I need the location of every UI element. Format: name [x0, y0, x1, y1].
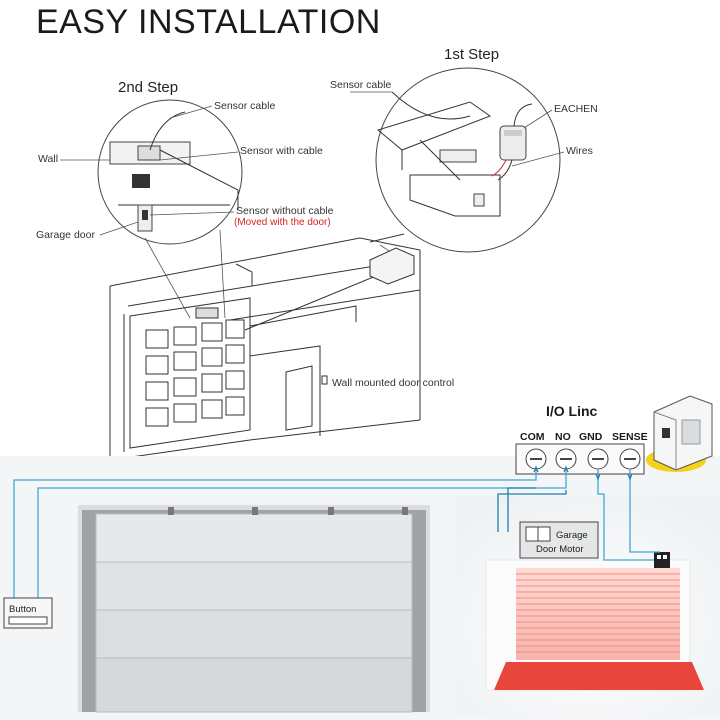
button-label: Button	[9, 604, 36, 615]
step2-sensor-with-cable-label: Sensor with cable	[240, 145, 323, 157]
step2-sensor-without-cable-label: Sensor without cable	[236, 205, 334, 217]
step2-label: 2nd Step	[118, 79, 178, 96]
step2-wall-label: Wall	[38, 153, 58, 165]
button-box: Button	[3, 597, 53, 629]
step2-garage-door-label: Garage door	[36, 229, 95, 241]
wiring	[13, 465, 660, 598]
step1-label: 1st Step	[444, 46, 499, 63]
step2-moved-with-door-label: (Moved with the door)	[234, 217, 331, 228]
terminal-no-label: NO	[555, 431, 571, 443]
garage-door-illustration	[78, 505, 430, 713]
step1-sensor-cable-label: Sensor cable	[330, 79, 391, 91]
terminal-gnd	[587, 448, 609, 470]
red-door-room-illustration	[456, 496, 720, 716]
terminal-gnd-label: GND	[579, 431, 603, 443]
motor-label-line2: Door Motor	[536, 544, 584, 555]
step2-detail-circle: 2nd Step	[97, 79, 243, 245]
garage-door-motor-box: Garage Door Motor	[519, 521, 599, 559]
page-title: EASY INSTALLATION	[36, 3, 381, 41]
step1-detail-circle: 1st Step	[375, 46, 561, 253]
motor-label-line1: Garage	[556, 530, 588, 541]
terminal-sense-label: SENSE	[612, 431, 648, 443]
io-linc-title: I/O Linc	[546, 403, 598, 419]
step2-sensor-cable-label: Sensor cable	[214, 100, 275, 112]
wall-control-label: Wall mounted door control	[332, 377, 454, 389]
garage-sketch	[109, 229, 421, 461]
terminal-com-label: COM	[520, 431, 545, 443]
eachen-device	[646, 395, 713, 472]
terminal-sense	[619, 448, 641, 470]
step1-wires-label: Wires	[566, 145, 593, 157]
step1-eachen-label: EACHEN	[554, 103, 598, 115]
